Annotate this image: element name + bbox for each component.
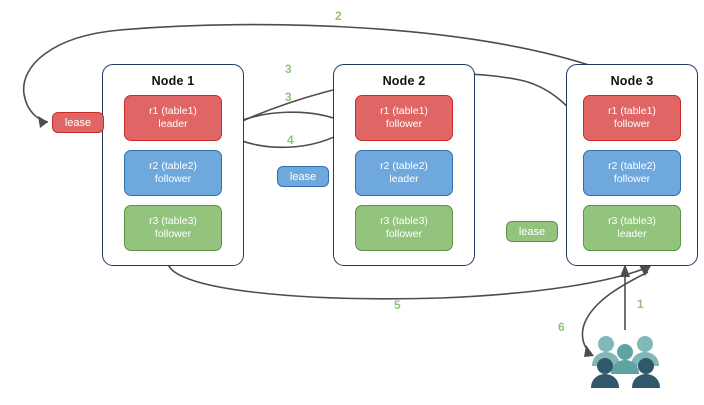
users-icon xyxy=(591,336,660,388)
replica-role: follower xyxy=(154,228,192,240)
replica-name: r1 (table1) xyxy=(608,105,656,117)
edge-step-5 xyxy=(167,263,652,300)
step-label-3-b: 3 xyxy=(285,90,292,104)
replica-r1[interactable]: r1 (table1) leader xyxy=(124,95,222,141)
step-label-1: 1 xyxy=(637,297,644,311)
replica-role: leader xyxy=(389,173,419,185)
replica-name: r1 (table1) xyxy=(380,105,428,117)
replica-role: follower xyxy=(613,173,651,185)
replica-role: follower xyxy=(385,228,423,240)
step-label-2: 2 xyxy=(335,9,342,23)
replica-name: r3 (table3) xyxy=(608,215,656,227)
replica-name: r2 (table2) xyxy=(608,160,656,172)
step-label-6: 6 xyxy=(558,320,565,334)
edge-step-1 xyxy=(620,264,630,330)
node-title: Node 2 xyxy=(382,74,426,88)
edge-step-6 xyxy=(581,271,649,357)
node-card-1[interactable]: Node 1 r1 (table1) leader r2 (table2) fo… xyxy=(102,64,244,266)
edge-step-2 xyxy=(22,23,599,128)
replica-name: r1 (table1) xyxy=(149,105,197,117)
replica-r2[interactable]: r2 (table2) leader xyxy=(355,150,453,196)
node-title: Node 1 xyxy=(151,74,195,88)
node-card-3[interactable]: Node 3 r1 (table1) follower r2 (table2) … xyxy=(566,64,698,266)
replica-r1[interactable]: r1 (table1) follower xyxy=(583,95,681,141)
lease-badge-green[interactable]: lease xyxy=(506,221,558,242)
replica-name: r3 (table3) xyxy=(149,215,197,227)
step-label-3-a: 3 xyxy=(285,62,292,76)
replica-r2[interactable]: r2 (table2) follower xyxy=(124,150,222,196)
replica-role: follower xyxy=(613,118,651,130)
step-label-5: 5 xyxy=(394,298,401,312)
lease-badge-red[interactable]: lease xyxy=(52,112,104,133)
replica-name: r3 (table3) xyxy=(380,215,428,227)
replica-r3[interactable]: r3 (table3) follower xyxy=(355,205,453,251)
lease-badge-blue[interactable]: lease xyxy=(277,166,329,187)
replica-role: follower xyxy=(154,173,192,185)
replica-role: follower xyxy=(385,118,423,130)
replica-role: leader xyxy=(158,118,188,130)
replica-r1[interactable]: r1 (table1) follower xyxy=(355,95,453,141)
replica-r3[interactable]: r3 (table3) follower xyxy=(124,205,222,251)
node-title: Node 3 xyxy=(610,74,654,88)
replica-name: r2 (table2) xyxy=(149,160,197,172)
replica-role: leader xyxy=(617,228,647,240)
step-label-4: 4 xyxy=(287,133,294,147)
replica-r2[interactable]: r2 (table2) follower xyxy=(583,150,681,196)
replica-name: r2 (table2) xyxy=(380,160,428,172)
node-card-2[interactable]: Node 2 r1 (table1) follower r2 (table2) … xyxy=(333,64,475,266)
replica-r3[interactable]: r3 (table3) leader xyxy=(583,205,681,251)
